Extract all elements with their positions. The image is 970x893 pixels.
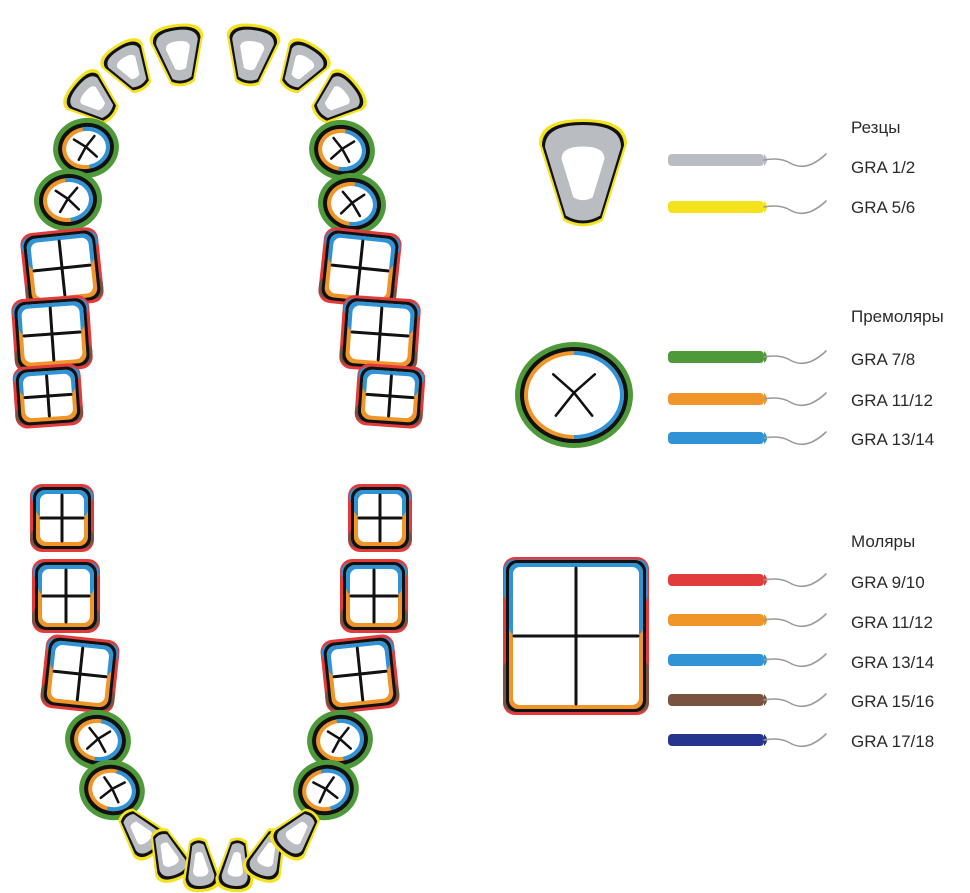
instrument-gra-9-10 (668, 574, 826, 586)
upper-premolar (314, 169, 390, 240)
instrument-gra-13-14 (668, 654, 826, 666)
instrument-icons (668, 154, 826, 746)
instrument-label: GRA 15/16 (851, 692, 934, 712)
dental-arches (11, 21, 427, 893)
instrument-gra-11-12 (668, 614, 826, 626)
lower-molar (39, 633, 120, 714)
instrument-gra-7-8 (668, 351, 826, 363)
lower-molar (30, 484, 94, 552)
upper-front-tooth (148, 21, 210, 90)
instrument-gra-17-18 (668, 734, 826, 746)
upper-molar (339, 294, 422, 373)
instrument-label: GRA 11/12 (851, 391, 933, 411)
lower-molar (32, 559, 100, 633)
key-teeth (503, 119, 649, 715)
instrument-gra-13-14 (668, 432, 826, 444)
key-premolar (515, 342, 633, 448)
instrument-gra-5-6 (668, 201, 826, 213)
instrument-label: GRA 9/10 (851, 573, 925, 593)
instrument-label: GRA 1/2 (851, 158, 915, 178)
instrument-gra-1-2 (668, 154, 826, 166)
upper-front-tooth (220, 21, 282, 90)
group-title-incisors: Резцы (851, 118, 900, 138)
upper-molar (11, 294, 94, 373)
key-incisor (539, 119, 627, 226)
upper-molar (354, 363, 426, 430)
group-title-premolars: Премоляры (851, 307, 944, 327)
instrument-label: GRA 13/14 (851, 430, 934, 450)
instrument-label: GRA 5/6 (851, 198, 915, 218)
group-title-molars: Моляры (851, 532, 915, 552)
key-molar (503, 557, 649, 715)
instrument-label: GRA 13/14 (851, 653, 934, 673)
instrument-label: GRA 7/8 (851, 350, 915, 370)
lower-molar (348, 484, 412, 552)
instrument-label: GRA 11/12 (851, 613, 933, 633)
lower-molar (319, 633, 400, 714)
upper-molar (12, 363, 84, 430)
instrument-gra-11-12 (668, 393, 826, 405)
instrument-label: GRA 17/18 (851, 732, 934, 752)
lower-molar (340, 559, 408, 633)
instrument-gra-15-16 (668, 694, 826, 706)
